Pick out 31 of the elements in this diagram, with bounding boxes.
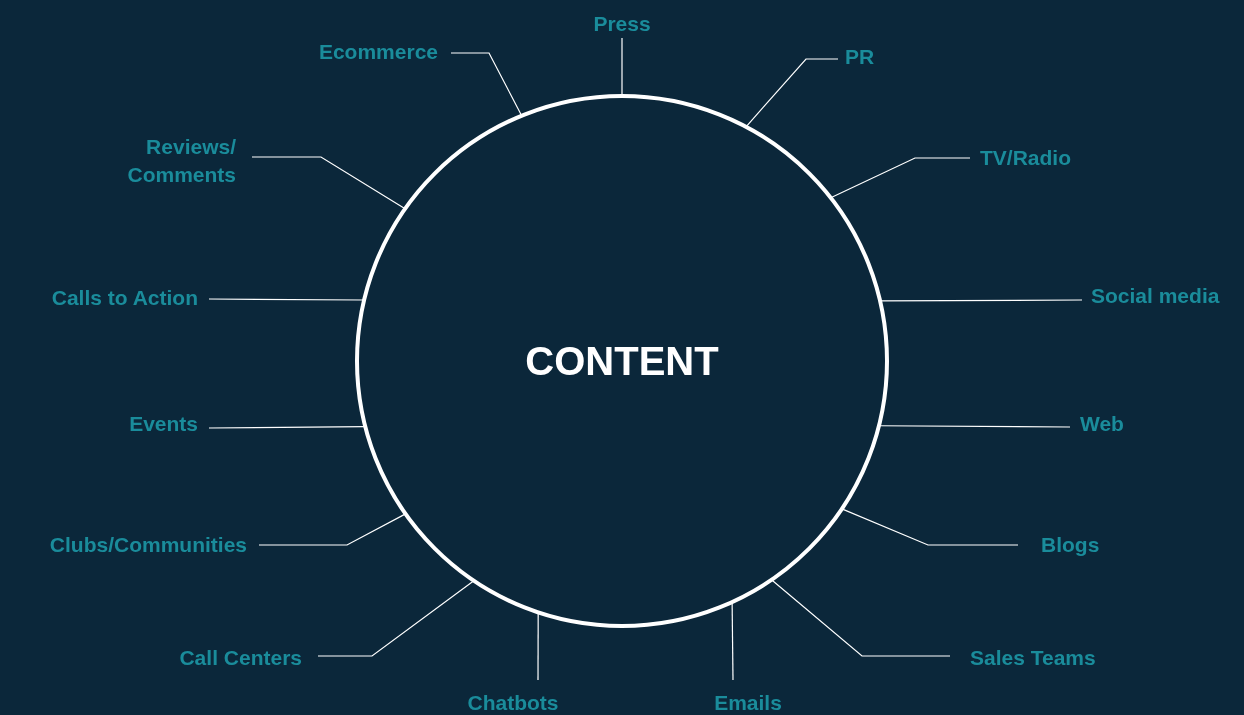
leader-line — [251, 156, 406, 210]
channel-label: Press — [593, 10, 651, 38]
leader-line — [208, 426, 366, 429]
channel-label: Emails — [714, 689, 782, 715]
leader-line — [258, 513, 407, 546]
channel-label: Calls to Action — [51, 284, 198, 312]
channel-label: Ecommerce — [318, 38, 438, 66]
channel-label: Blogs — [1041, 531, 1100, 559]
channel-label: Reviews/ Comments — [86, 133, 236, 189]
channel-label: Call Centers — [179, 644, 302, 672]
channel-label: Social media — [1091, 282, 1220, 310]
leader-line — [841, 508, 1019, 546]
content-circle — [355, 94, 889, 628]
leader-line — [450, 52, 523, 117]
leader-line — [731, 601, 734, 681]
leader-line — [621, 37, 623, 97]
channel-label: Clubs/Communities — [49, 531, 247, 559]
leader-line — [878, 425, 1071, 428]
leader-line — [830, 157, 971, 199]
leader-line — [770, 579, 951, 657]
leader-line — [208, 298, 365, 301]
channel-label: Chatbots — [467, 689, 559, 715]
leader-line — [745, 58, 839, 128]
channel-label: Events — [129, 410, 198, 438]
channel-label: PR — [845, 43, 875, 71]
channel-label: TV/Radio — [980, 144, 1071, 172]
channel-label: Sales Teams — [970, 644, 1096, 672]
leader-line — [879, 299, 1083, 302]
leader-line — [317, 580, 475, 657]
channel-label: Web — [1080, 410, 1124, 438]
center-title: CONTENT — [524, 338, 720, 384]
